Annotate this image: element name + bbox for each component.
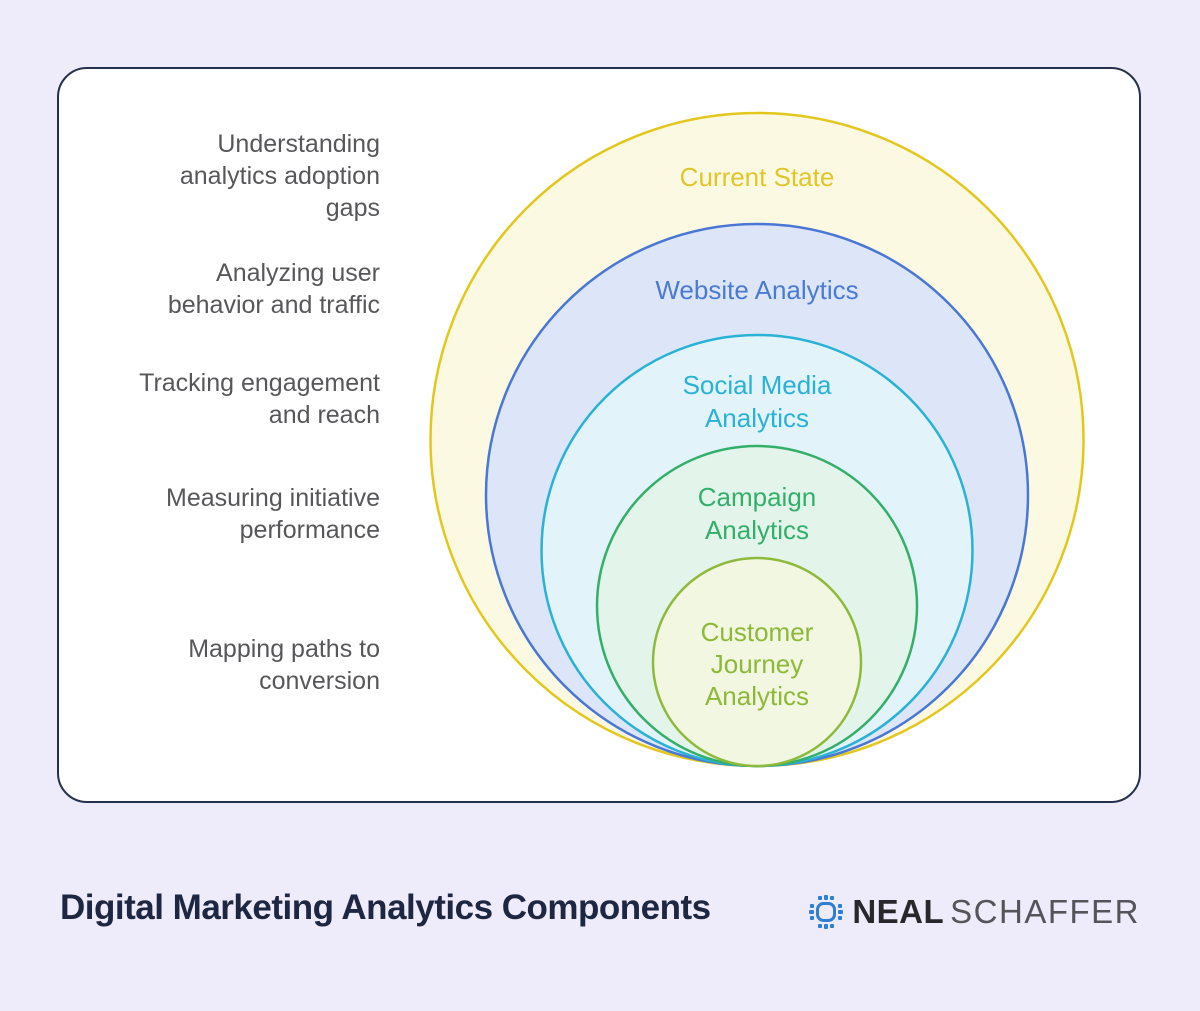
page-title: Digital Marketing Analytics Components xyxy=(60,888,711,927)
side-label-line: Measuring initiative xyxy=(166,484,380,512)
brand-name-first: NEAL xyxy=(852,893,945,930)
side-label-adoption-gaps: Understanding analytics adoption gaps xyxy=(60,128,380,224)
side-label-line: Analyzing user xyxy=(216,259,380,287)
side-label-line: analytics adoption xyxy=(179,162,380,190)
side-label-line: performance xyxy=(239,516,380,544)
side-label-paths-conversion: Mapping paths to conversion xyxy=(60,633,380,697)
side-label-line: behavior and traffic xyxy=(167,291,380,319)
side-label-line: and reach xyxy=(268,401,380,429)
side-label-user-behavior: Analyzing user behavior and traffic xyxy=(60,257,380,321)
brand-name-second: SCHAFFER xyxy=(950,893,1140,930)
side-label-line: conversion xyxy=(259,667,380,695)
side-label-initiative-performance: Measuring initiative performance xyxy=(60,482,380,546)
side-label-line: gaps xyxy=(325,194,380,222)
side-label-line: Understanding xyxy=(217,130,380,158)
side-label-engagement-reach: Tracking engagement and reach xyxy=(60,367,380,431)
chip-icon xyxy=(809,895,844,929)
side-label-line: Tracking engagement xyxy=(139,369,380,397)
side-label-line: Mapping paths to xyxy=(188,635,380,663)
brand-logo: NEAL SCHAFFER xyxy=(809,890,1140,934)
